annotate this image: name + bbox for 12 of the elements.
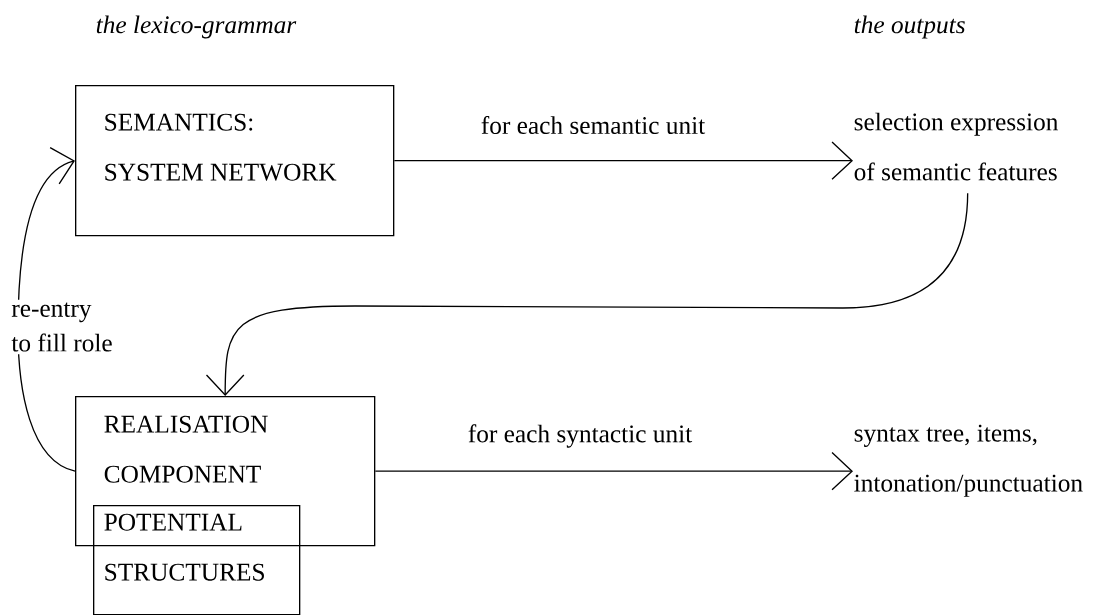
edge-label: for each syntactic unit — [465, 421, 695, 451]
curved-arrow — [205, 192, 969, 396]
process-box: SEMANTICS: SYSTEM NETWORK — [75, 85, 395, 237]
edge-label: for each semantic unit — [478, 113, 708, 137]
column-heading: the outputs — [854, 15, 965, 39]
edge-label: re-entry to fill role — [8, 299, 119, 355]
column-heading: the lexico-grammar — [96, 15, 297, 39]
output-text: selection expression of semantic features — [854, 112, 1059, 181]
arrow — [393, 141, 853, 180]
arrow — [374, 451, 853, 491]
process-box: POTENTIAL STRUCTURES — [93, 505, 301, 615]
output-text: syntax tree, items, intonation/punctuation — [854, 424, 1083, 497]
